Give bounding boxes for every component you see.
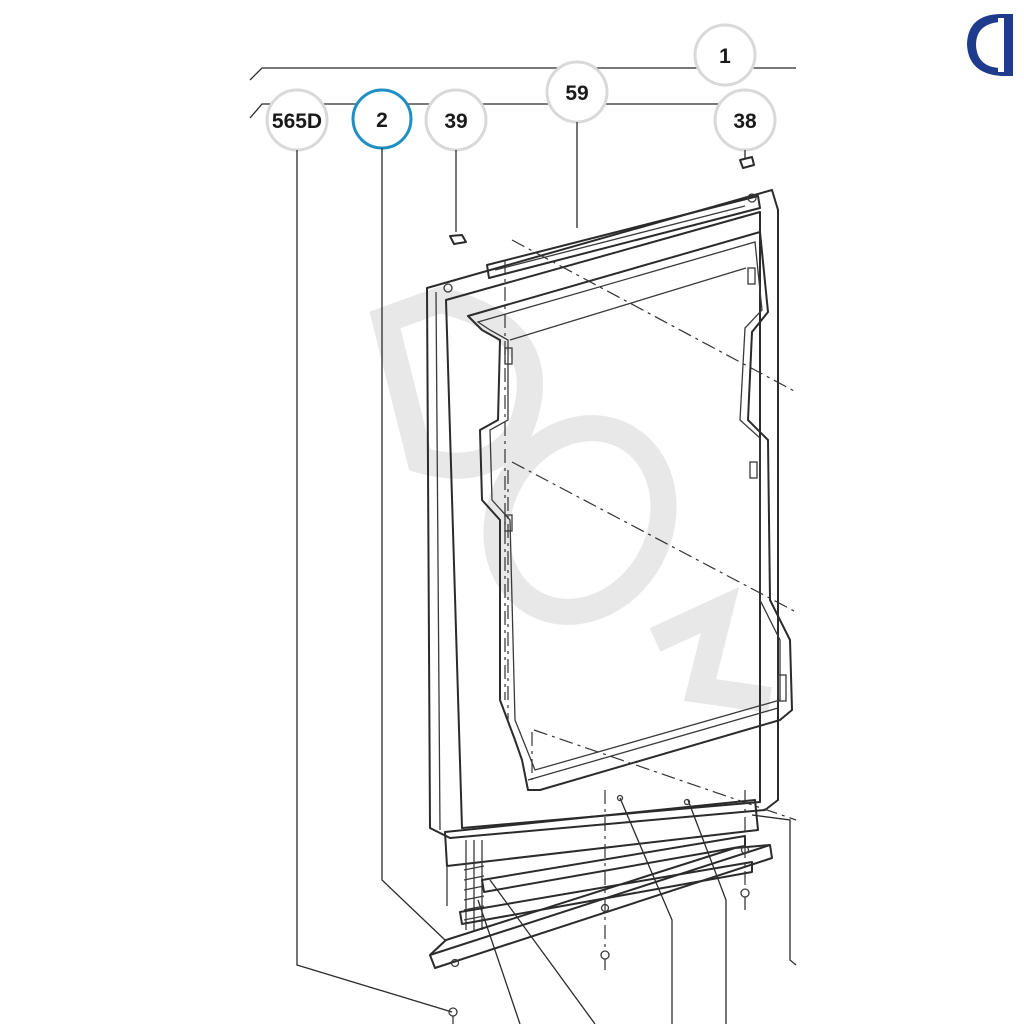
assembly-centerlines (504, 239, 797, 821)
screw-icon (600, 950, 610, 970)
callout-39: 39 (424, 88, 488, 152)
leader-lines (296, 122, 797, 1024)
leader-2 (381, 148, 446, 941)
callout-1: 1 (693, 23, 757, 87)
screws (448, 790, 750, 1024)
callout-565d: 565D (265, 88, 329, 152)
bottom-panel (444, 799, 759, 906)
callout-565d-label: 565D (272, 110, 322, 133)
screw-icon (448, 1007, 458, 1024)
callout-1-label: 1 (719, 45, 731, 68)
callout-39-label: 39 (444, 110, 467, 133)
callout-2: 2 (351, 88, 413, 150)
screw-icon (616, 794, 624, 802)
clip-part-38 (739, 156, 755, 169)
watermark (369, 286, 772, 713)
top-rail-59 (486, 195, 761, 279)
leader-565d (296, 150, 453, 1013)
door-gasket (467, 231, 793, 791)
callout-38-label: 38 (733, 110, 757, 133)
callout-59-label: 59 (565, 82, 588, 105)
callout-59: 59 (545, 60, 609, 124)
callout-38: 38 (713, 88, 777, 152)
screw-icon (683, 798, 691, 806)
heater-coil (463, 840, 485, 930)
door-frame (426, 189, 779, 839)
brand-logo-icon (967, 14, 1013, 76)
screw-icon (740, 888, 750, 910)
clip-part-39 (449, 234, 467, 245)
callout-2-label: 2 (376, 109, 388, 132)
